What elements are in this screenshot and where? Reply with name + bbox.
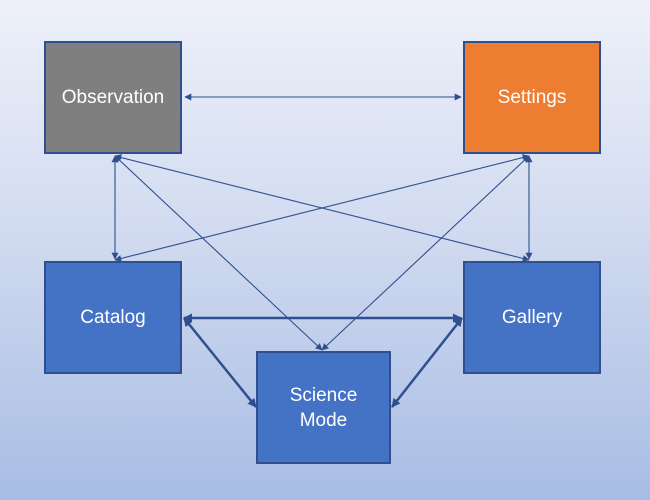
- catalog-label: Catalog: [80, 307, 146, 328]
- catalog-node[interactable]: Catalog: [44, 261, 182, 374]
- gallery-label: Gallery: [501, 307, 563, 328]
- science-mode-label: Science Mode: [289, 384, 358, 431]
- observation-node[interactable]: Observation: [44, 41, 182, 154]
- edge-gallery-science_mode: [391, 317, 463, 408]
- science-mode-node[interactable]: Science Mode: [256, 351, 391, 464]
- gallery-node[interactable]: Gallery: [463, 261, 601, 374]
- edges-group: [111, 93, 533, 408]
- settings-label: Settings: [497, 87, 567, 108]
- observation-label: Observation: [61, 87, 165, 108]
- settings-node[interactable]: Settings: [463, 41, 601, 154]
- edge-catalog-science_mode: [183, 317, 257, 408]
